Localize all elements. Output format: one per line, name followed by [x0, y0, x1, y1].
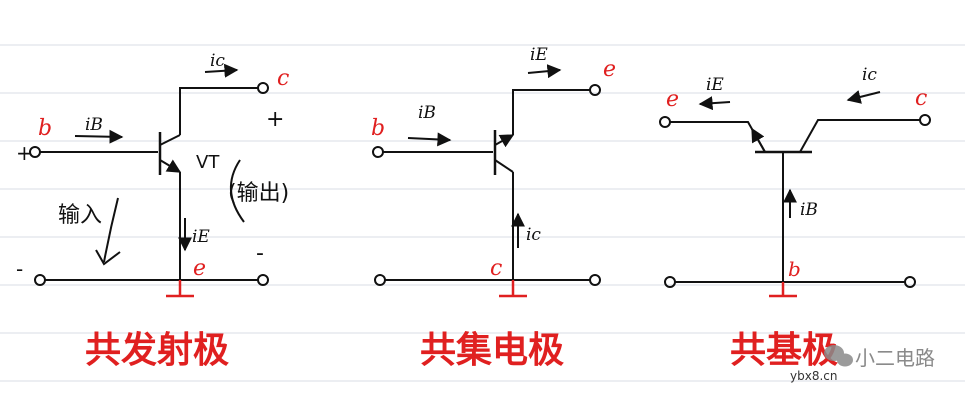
ic-arrow: [204, 63, 239, 78]
transistor-emitter-lead: [159, 159, 182, 173]
collector-wire: [799, 119, 920, 153]
cb-emitter-label: e: [666, 87, 679, 112]
ce-base-label: b: [38, 116, 52, 141]
ce-input-label: 输入: [58, 203, 102, 228]
ce-ib-label: iB: [85, 115, 103, 135]
input-ground-terminal: [34, 274, 46, 286]
cb-base-label: b: [788, 257, 801, 281]
ce-output-minus: -: [256, 241, 264, 266]
watermark-brand: 小二电路: [855, 346, 935, 370]
ce-caption: 共发射极: [85, 330, 229, 371]
cb-collector-label: c: [915, 86, 927, 111]
ib-arrow: [74, 129, 124, 144]
common-base-circuit: [659, 90, 931, 288]
cc-collector-label: c: [490, 256, 502, 281]
common-collector-circuit: [372, 64, 601, 286]
collector-terminal: [257, 82, 269, 94]
wechat-icon: [824, 345, 853, 367]
base-terminal: [372, 146, 384, 158]
output-ground-terminal: [904, 276, 916, 288]
ib-arrow: [407, 132, 452, 147]
ie-arrow: [527, 64, 562, 79]
cc-ib-label: iB: [418, 103, 436, 123]
input-pointer-head: [95, 249, 121, 266]
cb-ib-label: iB: [800, 200, 818, 220]
output-ground-terminal: [589, 274, 601, 286]
emitter-wire: [512, 89, 590, 135]
transistor-emitter-lead: [494, 134, 515, 148]
collector-wire: [179, 87, 258, 135]
input-ground-terminal: [374, 274, 386, 286]
common-collector-ground: [499, 280, 527, 298]
ce-collector-label: c: [277, 66, 289, 91]
transistor-collector-lead: [159, 134, 181, 146]
ce-input-plus: +: [16, 141, 33, 165]
ce-ie-label: iE: [192, 227, 210, 247]
cc-ie-label: iE: [530, 45, 548, 65]
transistor-emitter-arrow: [751, 127, 766, 153]
common-emitter-circuit: [29, 63, 269, 286]
cc-caption: 共集电极: [420, 330, 564, 371]
watermark: 小二电路 ybx8.cn: [790, 345, 935, 383]
common-emitter-ground: [166, 280, 194, 298]
ce-input-minus: -: [16, 257, 23, 281]
transistor-collector-lead: [494, 159, 514, 173]
cb-ic-label: ic: [862, 65, 877, 85]
common-base-ground: [769, 282, 797, 298]
ce-output-label: (输出): [228, 181, 289, 206]
emitter-wire: [670, 121, 766, 153]
output-bracket: [229, 159, 245, 223]
output-ground-terminal: [257, 274, 269, 286]
ie-arrow: [698, 96, 731, 111]
input-ground-terminal: [664, 276, 676, 288]
ce-transistor-label: VT: [196, 152, 220, 173]
ic-arrow: [846, 90, 881, 104]
cb-ie-label: iE: [706, 75, 724, 95]
cb-caption: 共基极: [730, 330, 838, 371]
ce-ic-label: ic: [210, 51, 225, 71]
ce-output-plus: +: [266, 107, 284, 132]
emitter-terminal: [589, 84, 601, 96]
base-terminal: [29, 146, 41, 158]
cc-emitter-label: e: [603, 57, 616, 82]
ce-emitter-label: e: [193, 256, 206, 281]
collector-terminal: [919, 114, 931, 126]
watermark-site: ybx8.cn: [790, 369, 837, 383]
cc-ic-label: ic: [526, 225, 541, 245]
emitter-terminal: [659, 116, 671, 128]
input-pointer: [103, 197, 119, 263]
cc-base-label: b: [371, 116, 385, 141]
